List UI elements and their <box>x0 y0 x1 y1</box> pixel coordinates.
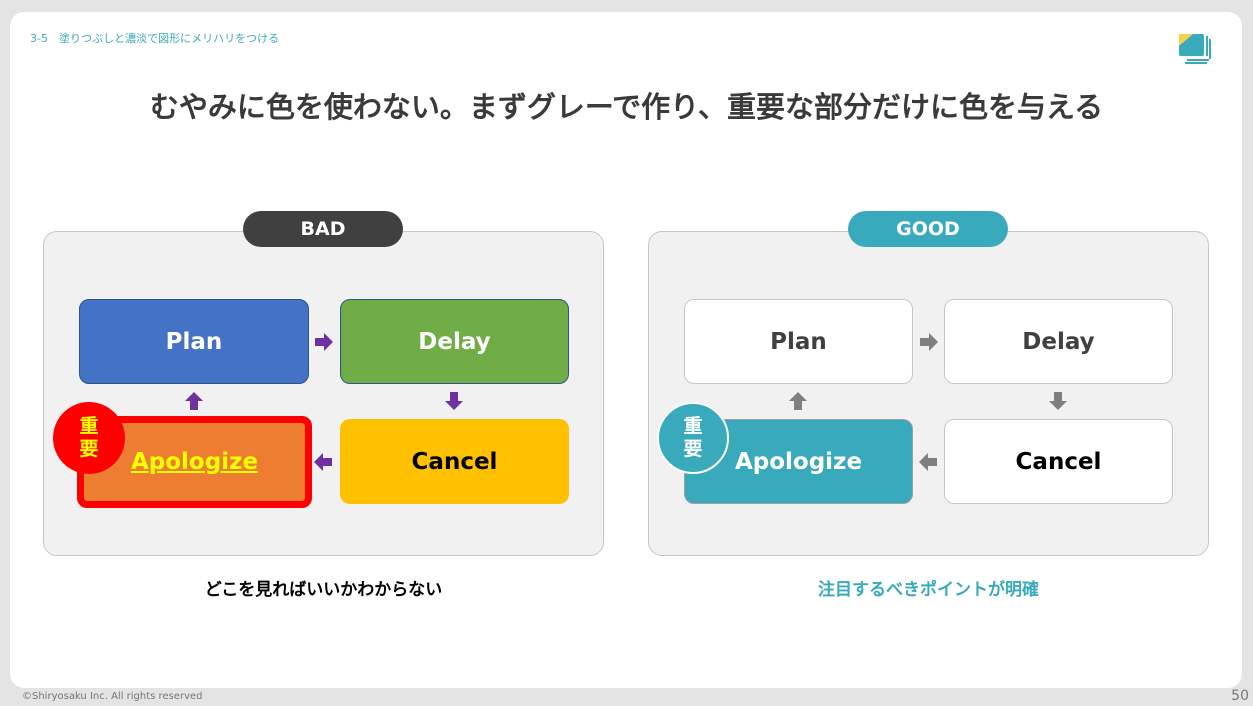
bad-plan-box: Plan <box>79 299 309 384</box>
good-panel <box>648 231 1209 556</box>
page-title: むやみに色を使わない。まずグレーで作り、重要な部分だけに色を与える <box>149 90 1104 124</box>
arrow-left-icon <box>314 453 332 471</box>
arrow-right-icon <box>315 333 333 351</box>
bad-caption: どこを見ればいいかわからない <box>204 580 443 600</box>
good-important-badge: 重要 <box>657 402 729 474</box>
arrow-down-icon <box>1049 392 1067 410</box>
arrow-down-icon <box>445 392 463 410</box>
bad-apologize-box: Apologize <box>77 416 312 508</box>
copyright: ©Shiryosaku Inc. All rights reserved <box>22 691 203 702</box>
arrow-up-icon <box>789 392 807 410</box>
logo-icon <box>1177 32 1213 72</box>
arrow-left-icon <box>919 453 937 471</box>
important-char-2: 要 <box>683 438 703 460</box>
section-label: 3-5 塗りつぶしと濃淡で図形にメリハリをつける <box>30 32 280 45</box>
important-char-2: 要 <box>79 438 99 460</box>
good-plan-box: Plan <box>684 299 913 384</box>
good-badge: GOOD <box>848 211 1008 247</box>
bad-badge: BAD <box>243 211 403 247</box>
arrow-right-icon <box>920 333 938 351</box>
important-char-1: 重 <box>79 415 99 437</box>
important-char-1: 重 <box>683 415 703 437</box>
good-delay-box: Delay <box>944 299 1173 384</box>
bad-important-badge: 重要 <box>53 402 125 474</box>
good-caption: 注目するべきポイントが明確 <box>818 580 1039 600</box>
page-number: 50 <box>1231 688 1249 704</box>
arrow-up-icon <box>185 392 203 410</box>
bad-delay-box: Delay <box>340 299 569 384</box>
good-cancel-box: Cancel <box>944 419 1173 504</box>
bad-cancel-box: Cancel <box>340 419 569 504</box>
